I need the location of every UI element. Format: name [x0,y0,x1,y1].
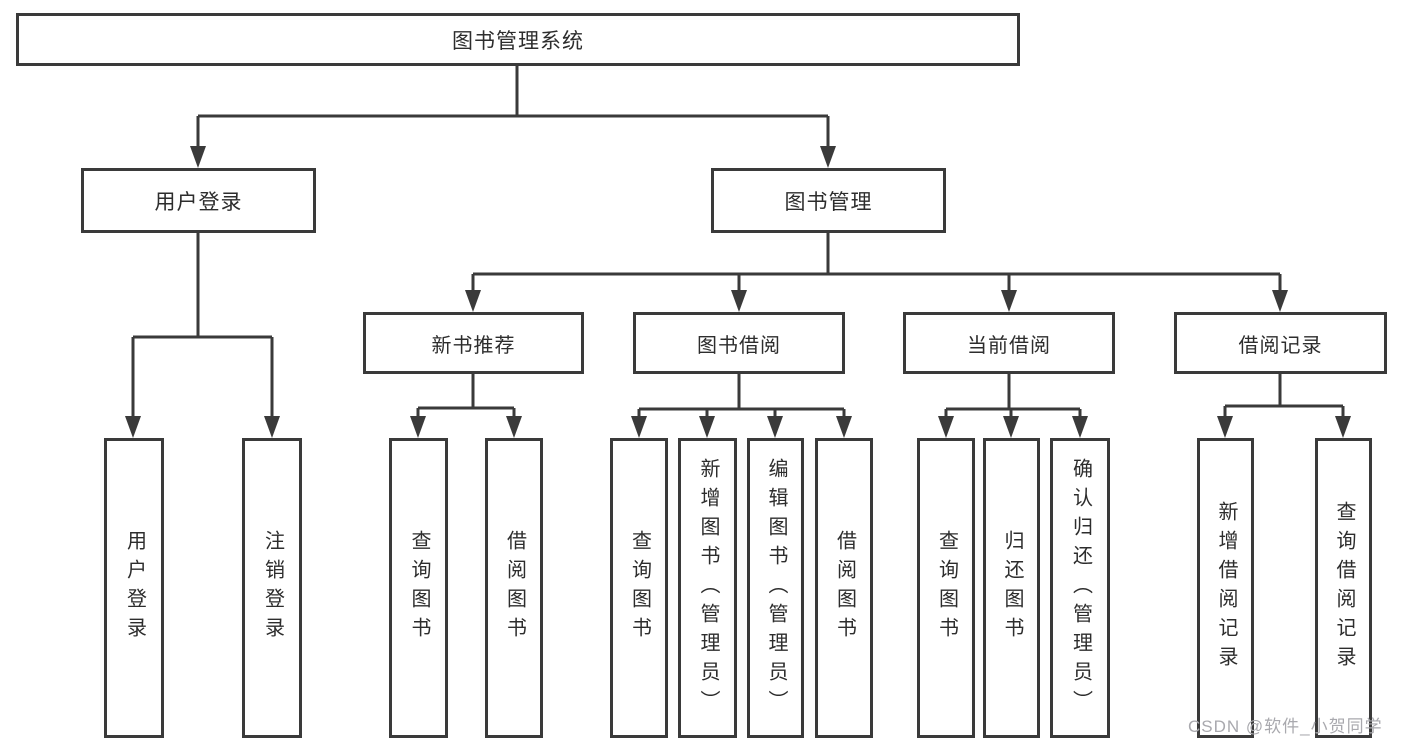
leaf-cb-confirm-return-admin: 确认归还（管理员） [1050,438,1110,738]
leaf-user-login: 用户登录 [104,438,164,738]
leaf-bb-edit-book-admin: 编辑图书（管理员） [747,438,804,738]
node-book-management: 图书管理 [711,168,946,233]
leaf-bb-borrow-book: 借阅图书 [815,438,873,738]
leaf-br-query-record: 查询借阅记录 [1315,438,1372,738]
leaf-logout: 注销登录 [242,438,302,738]
leaf-cb-return-book: 归还图书 [983,438,1040,738]
leaf-bb-query-book: 查询图书 [610,438,668,738]
node-library-system: 图书管理系统 [16,13,1020,66]
node-user-login: 用户登录 [81,168,316,233]
leaf-bb-add-book-admin: 新增图书（管理员） [678,438,737,738]
leaf-nbr-query-book: 查询图书 [389,438,448,738]
leaf-cb-query-book: 查询图书 [917,438,975,738]
node-borrow-records: 借阅记录 [1174,312,1387,374]
watermark-text: CSDN @软件_小贺同学 [1188,717,1383,736]
arrowheads [125,146,1351,438]
node-book-borrow: 图书借阅 [633,312,845,374]
leaf-nbr-borrow-book: 借阅图书 [485,438,543,738]
node-new-book-recommend: 新书推荐 [363,312,584,374]
leaf-br-add-record: 新增借阅记录 [1197,438,1254,738]
node-current-borrow: 当前借阅 [903,312,1115,374]
